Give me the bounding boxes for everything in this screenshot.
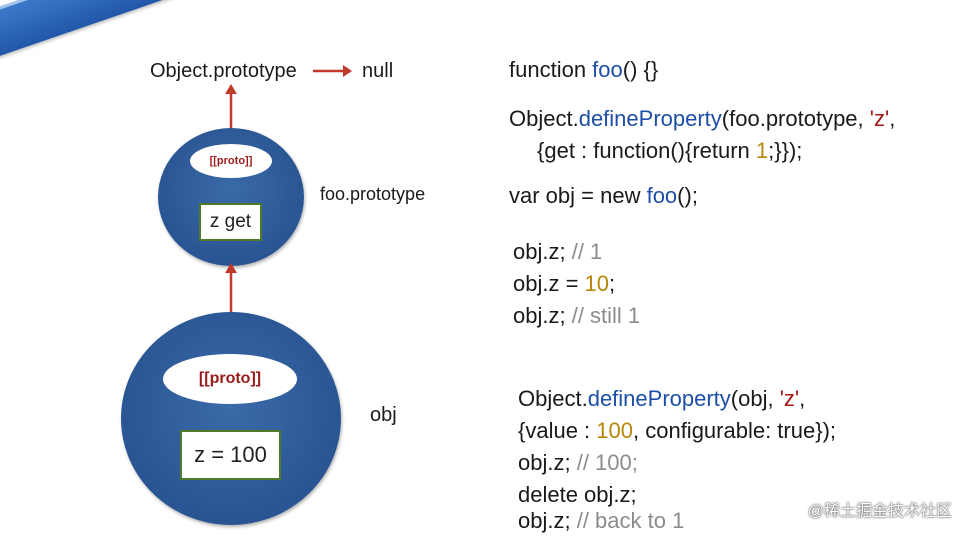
obj-link-ellipse: [[proto]] [163,354,297,404]
code-text: (); [677,183,698,208]
code-line-2: Object.defineProperty(foo.prototype, 'z'… [509,104,895,134]
code-number: 100 [596,418,633,443]
code-text: Object. [509,106,579,131]
code-line-8: Object.defineProperty(obj, 'z', [518,384,805,414]
code-line-7: obj.z; // still 1 [513,301,640,331]
arrow-to-null [313,65,352,77]
obj-link-text: [[proto]] [198,370,262,387]
code-number: 1 [755,138,769,163]
code-text: obj.z; [518,508,577,533]
obj-circle [121,312,341,525]
code-text: (obj, [730,386,780,411]
code-line-6: obj.z = 10; [513,269,615,299]
code-line-9: {value : 100, configurable: true}); [518,416,836,446]
null-label: null [362,60,394,82]
code-identifier: foo [646,183,678,208]
code-text: {get : function(){return [537,138,756,163]
code-text: obj.z; [513,303,572,328]
foo-prototype-label: foo.prototype [320,184,426,204]
code-text: (foo.prototype, [721,106,870,131]
code-identifier: defineProperty [578,106,722,131]
code-line-12: obj.z; // back to 1 [518,506,684,536]
code-string: 'z' [869,106,890,131]
code-text: , [889,106,896,131]
code-line-11: delete obj.z; [518,480,637,510]
code-text: function [509,57,593,82]
code-number: 10 [584,271,610,296]
obj-label: obj [370,404,397,426]
code-text: obj.z = [513,271,585,296]
object-prototype-label: Object.prototype [150,60,297,82]
arrow-foo-proto-to-object-proto [225,84,237,134]
code-text: obj.z; [513,239,572,264]
obj-prop-box: z = 100 [180,430,281,480]
code-identifier: defineProperty [587,386,731,411]
code-comment: // still 1 [571,303,641,328]
code-comment: // 1 [571,239,603,264]
code-text: obj.z; [518,450,577,475]
obj-prop-text: z = 100 [194,442,267,467]
code-identifier: foo [592,57,623,82]
code-text: delete obj.z; [518,482,637,507]
code-text: , [799,386,806,411]
code-line-4: var obj = new foo(); [509,181,698,211]
code-text: ;}}); [768,138,803,163]
code-line-3: {get : function(){return 1;}}); [537,136,802,166]
code-line-5: obj.z; // 1 [513,237,602,267]
code-line-1: function foo() {} [509,55,658,85]
code-text: Object. [518,386,588,411]
foo-proto-link-text: [[proto]] [209,155,253,167]
code-text: ; [609,271,616,296]
code-text: {value : [518,418,597,443]
code-text: , configurable: true}); [633,418,837,443]
watermark: @稀土掘金技术社区 [807,503,952,520]
code-text: var obj = new [509,183,647,208]
code-comment: // back to 1 [576,508,685,533]
foo-proto-link-ellipse: [[proto]] [190,144,272,178]
code-comment: // 100; [576,450,638,475]
foo-proto-prop-text: z get [209,211,252,232]
foo-proto-prop-box: z get [199,203,262,241]
code-string: 'z' [779,386,800,411]
code-line-10: obj.z; // 100; [518,448,638,478]
code-text: () {} [622,57,659,82]
